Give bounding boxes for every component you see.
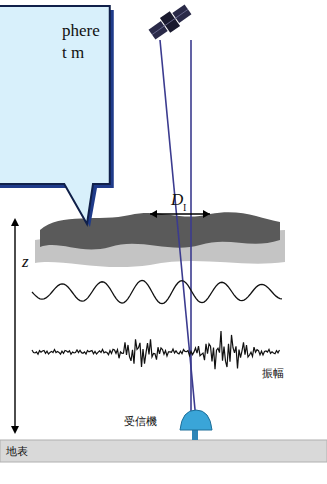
arrow-head	[11, 218, 19, 434]
height-arrow	[14, 220, 15, 432]
dimension-arrow	[150, 213, 210, 214]
ground-label: 地表	[6, 444, 28, 459]
callout-text: phere t m	[62, 20, 100, 64]
callout-box: phere t m	[0, 6, 110, 184]
wave-front	[32, 280, 282, 303]
height-symbol: z	[22, 252, 29, 272]
arrow-head	[150, 210, 210, 218]
amplitude-signal	[32, 331, 280, 369]
ground-bar	[0, 440, 327, 462]
dimension-symbol: D	[171, 190, 183, 210]
ionosphere-irregularity	[40, 212, 280, 249]
receiver-dish	[180, 410, 212, 440]
satellite-icon	[147, 2, 193, 42]
signal-path	[190, 40, 192, 420]
receiver-label: 受信機	[124, 414, 157, 429]
dimension-subscript: I	[183, 202, 186, 213]
signal-path	[160, 40, 196, 420]
amplitude-label: 振幅	[262, 366, 284, 381]
